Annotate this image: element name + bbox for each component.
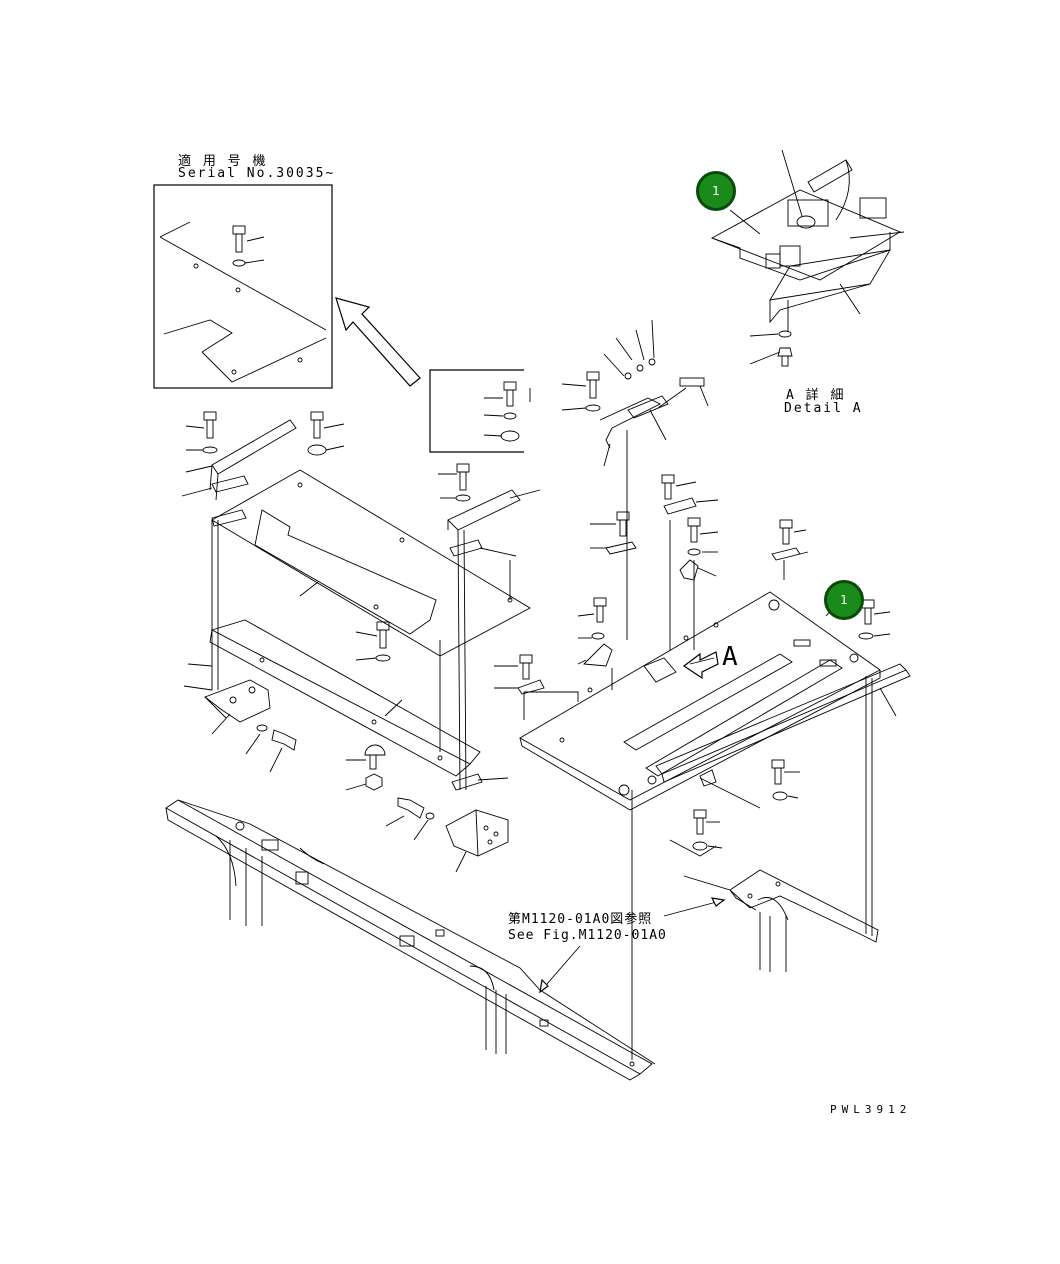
right-hardware-cluster [494, 319, 897, 857]
center-corner-bracket [445, 809, 509, 857]
detail-a-label-en: Detail A [784, 401, 863, 416]
serial-inset-box [153, 184, 333, 389]
inset-pointer-arrow [335, 297, 421, 387]
center-guide-lines [439, 489, 521, 791]
reference-label-en: See Fig.M1120-01A0 [508, 928, 667, 943]
reference-label-jp: 第M1120-01A0図参照 [508, 912, 653, 927]
middle-rail [209, 619, 481, 777]
right-bottom-bracket [683, 869, 879, 972]
left-bracket-strip [209, 419, 297, 690]
detail-a-label-jp: A 詳 細 [786, 388, 846, 403]
callout-marker-1[interactable]: 1 [824, 580, 864, 620]
right-floor-plate [519, 591, 881, 811]
serial-label-jp: 適 用 号 機 [178, 154, 268, 169]
view-a-arrow [682, 651, 719, 680]
leader-lines-left [181, 423, 541, 873]
drawing-code: PWL3912 [830, 1103, 912, 1116]
view-a-letter: A [722, 642, 738, 672]
serial-label-en: Serial No.30035~ [178, 166, 336, 181]
left-u-bracket [204, 679, 271, 723]
reference-leaders [539, 897, 726, 994]
callout-marker-1[interactable]: 1 [696, 171, 736, 211]
detail-a-drawing [710, 149, 905, 367]
bolts-left [202, 411, 471, 820]
clip-detail-box [429, 369, 531, 453]
lower-long-beam [165, 790, 656, 1081]
right-long-rail [655, 663, 911, 936]
